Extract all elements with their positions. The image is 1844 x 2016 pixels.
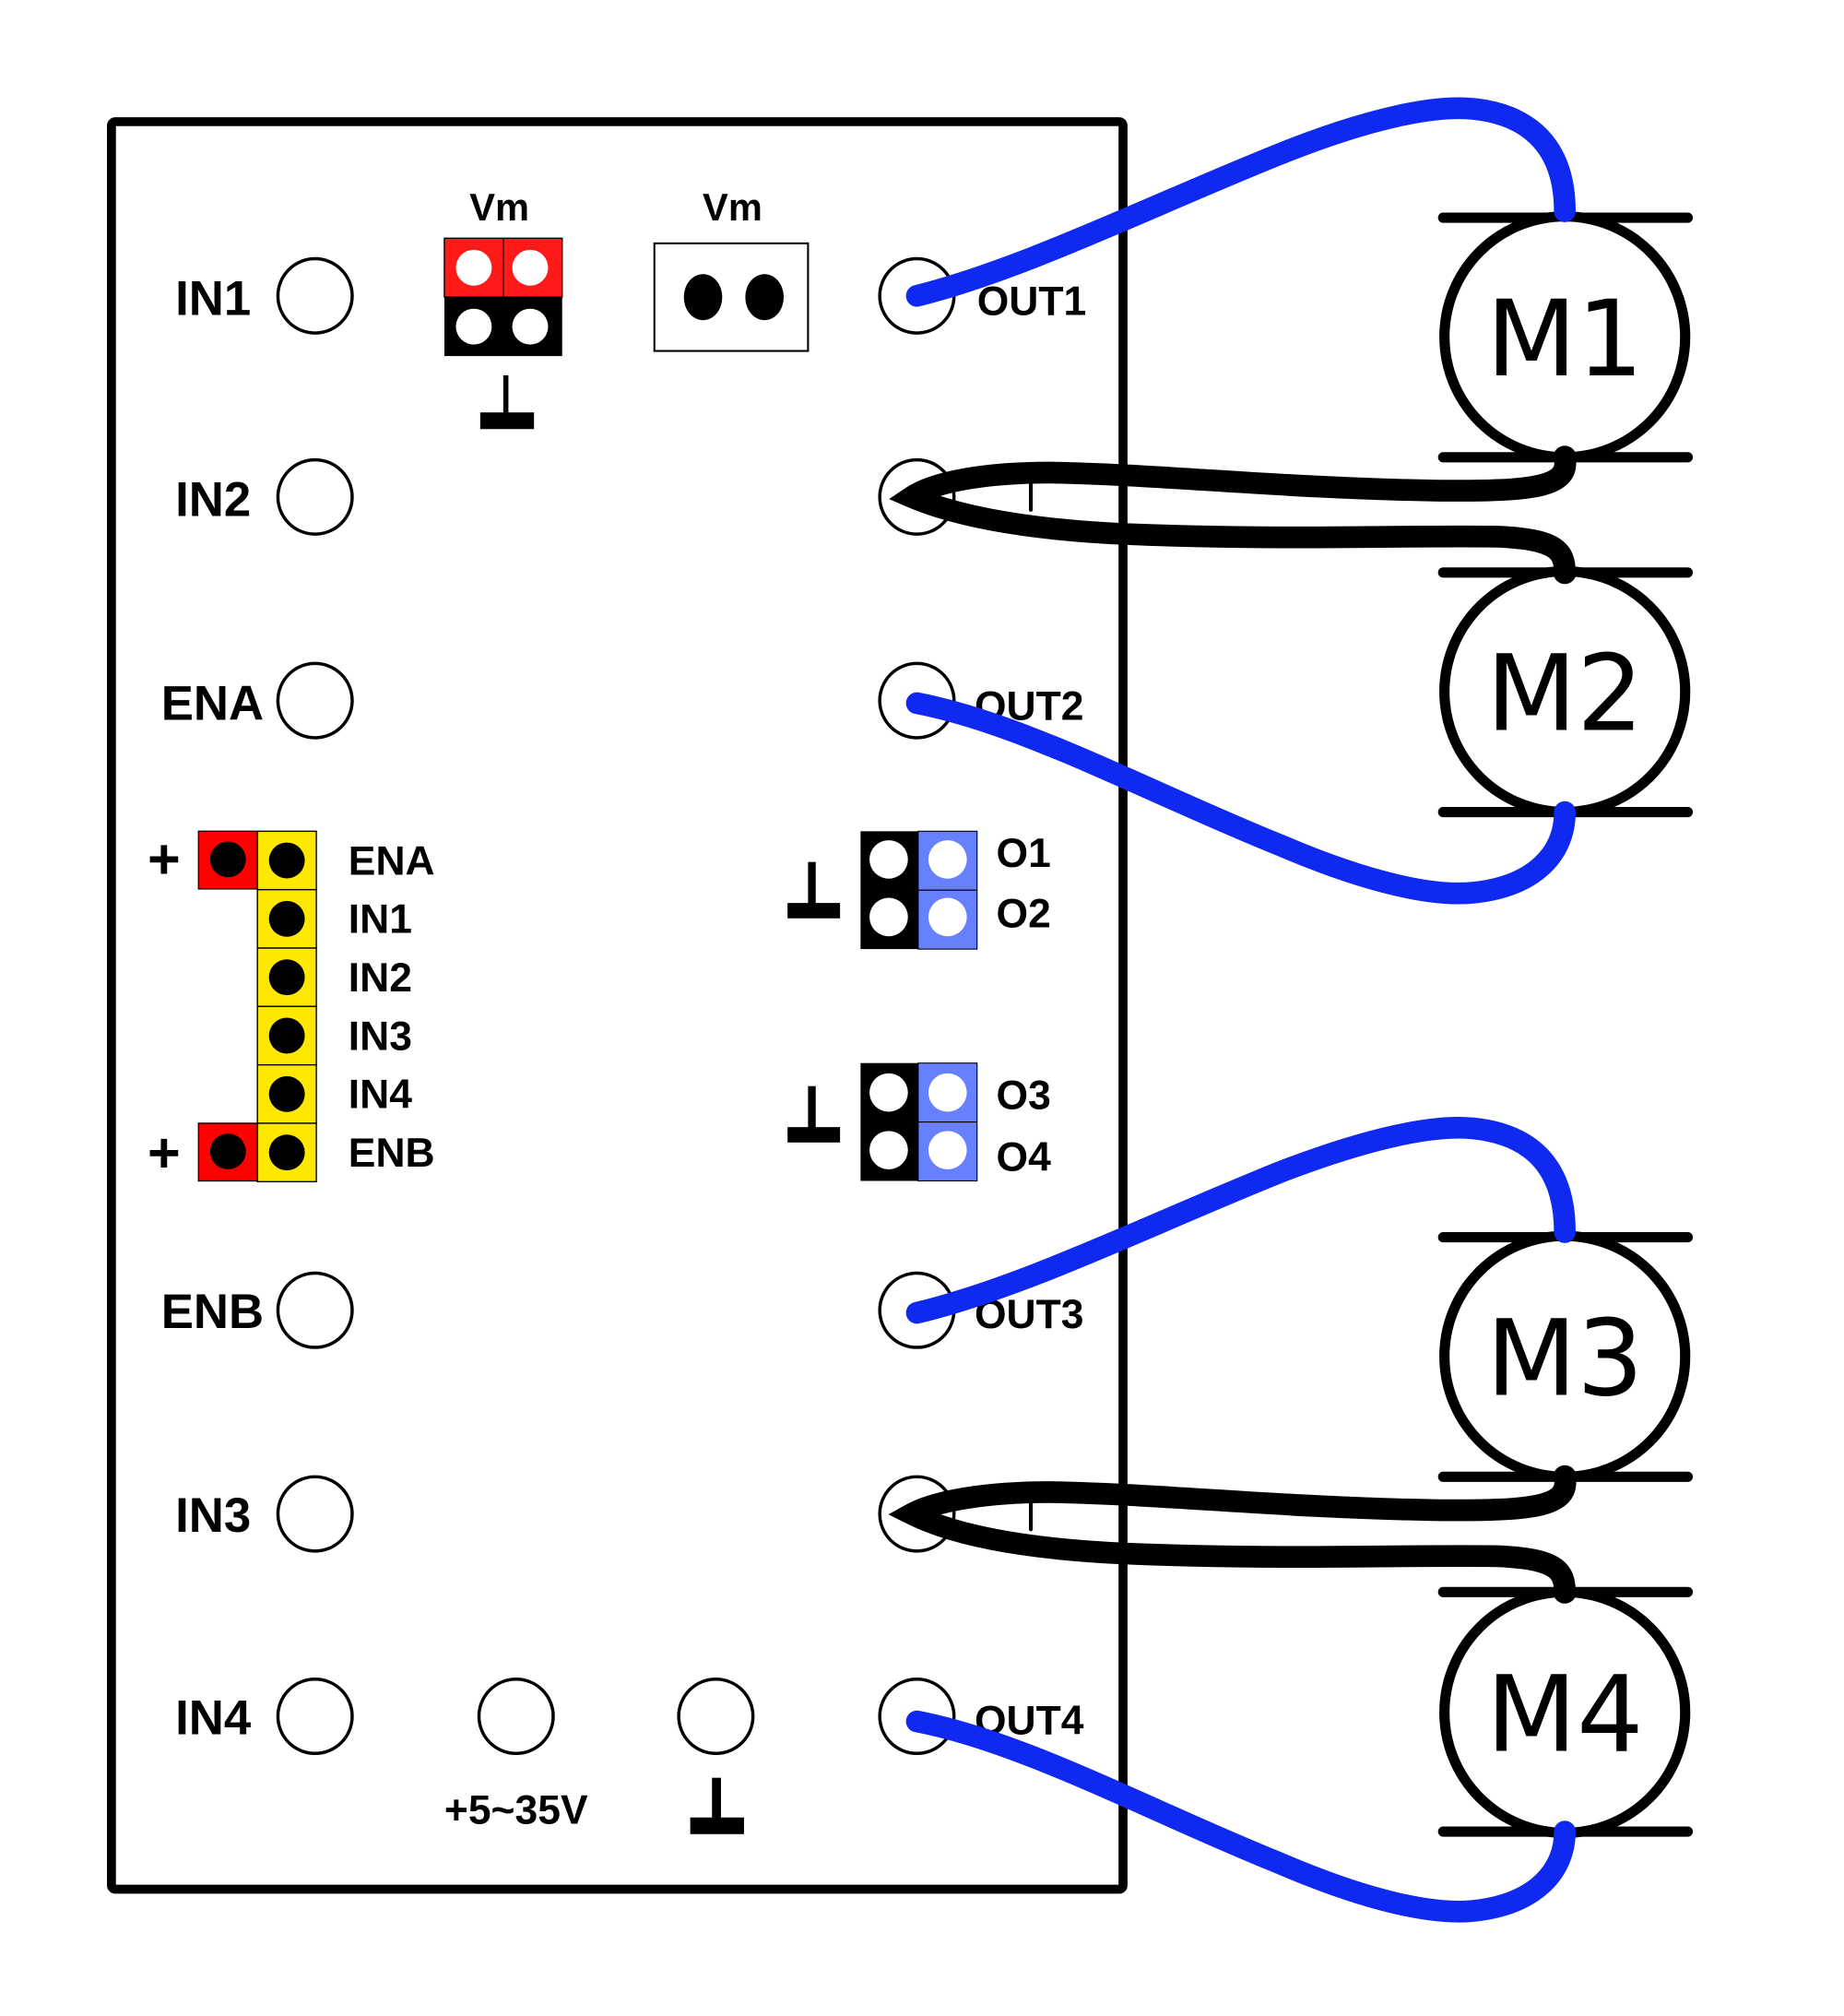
output-pin[interactable] [869,1131,908,1169]
wire-blue-out1-m1[interactable] [905,97,1576,307]
header-pin-label: ENA [349,838,435,883]
terminal-hole[interactable] [276,457,354,536]
jumper-pin[interactable] [455,308,492,345]
output-pin[interactable] [928,840,967,879]
output-header-1: O1 O2 [787,830,1051,950]
plus-icon: + [148,1121,181,1184]
wire-blue-out3-m3[interactable] [905,1117,1576,1324]
power-terminal-gnd[interactable] [677,1678,755,1756]
terminal-in1: IN1 [175,256,354,335]
jumper-pin[interactable] [512,308,549,345]
motor-label: M4 [1486,1654,1644,1776]
terminal-in4: IN4 [175,1678,354,1756]
motor-label: M1 [1486,278,1644,400]
vm-jumper: Vm [443,185,563,430]
jumper-pin[interactable] [455,249,492,286]
terminal-ena: ENA [161,661,354,740]
terminal-hole[interactable] [276,661,354,740]
output-pin[interactable] [928,1073,967,1112]
ground-icon [787,861,841,919]
terminal-label: IN1 [175,272,251,326]
terminal-label: OUT1 [977,279,1087,325]
terminal-in2: IN2 [175,457,354,536]
terminal-in3: IN3 [175,1475,354,1553]
output-pin[interactable] [869,897,908,937]
wire-black-m3-m4[interactable] [888,1465,1577,1604]
vm-jumper-label: Vm [469,185,529,229]
header-pin-label: IN1 [349,897,412,943]
output-label: O1 [997,831,1051,876]
terminal-enb: ENB [161,1271,354,1349]
header-pin-enb[interactable] [268,1134,305,1171]
terminal-hole[interactable] [276,1475,354,1553]
output-header-2: O3 O4 [787,1062,1052,1182]
motor-m4[interactable]: M4 [1437,1586,1694,1838]
motor-m3[interactable]: M3 [1437,1230,1694,1482]
header-pin-label: IN2 [349,955,412,1001]
header-pin-in1[interactable] [268,900,305,937]
ground-icon [690,1777,744,1834]
output-pin[interactable] [869,840,908,879]
terminal-label: ENB [161,1285,264,1339]
header-pin-label: IN4 [349,1073,412,1118]
wire-black-m1-m2[interactable] [889,446,1577,584]
header-pin-label: IN3 [349,1014,412,1059]
terminal-label: IN4 [175,1690,252,1745]
terminal-label: IN2 [175,473,251,528]
output-pin[interactable] [869,1073,908,1112]
output-pin[interactable] [928,1131,967,1169]
terminal-label: ENA [161,677,264,731]
wire-blue-out2-m2[interactable] [905,692,1576,905]
vm-terminal: Vm [653,185,810,352]
motor-label: M3 [1486,1297,1644,1419]
left-terminals: IN1 IN2 ENA ENB IN3 IN4 [161,256,354,1756]
wires [888,97,1577,1923]
header-pin-ena[interactable] [268,842,305,879]
motor-label: M2 [1486,633,1644,755]
ground-icon [787,1085,841,1143]
terminal-hole[interactable] [276,256,354,335]
terminal-hole[interactable] [276,1678,354,1756]
vm-terminal-label: Vm [703,185,762,229]
output-label: O3 [997,1073,1051,1119]
power-terminal-vin[interactable] [477,1678,555,1756]
terminal-pin[interactable] [683,274,723,321]
header-pin-label: ENB [349,1131,435,1176]
motor-m2[interactable]: M2 [1437,565,1694,818]
header-pin-plus-ena[interactable] [209,841,246,878]
header-pin-in4[interactable] [268,1075,305,1112]
terminal-hole[interactable] [276,1271,354,1349]
output-label: O4 [997,1134,1052,1180]
supply-voltage-label: +5~35V [444,1788,588,1833]
wire-blue-out4-m4[interactable] [905,1710,1576,1923]
header-pin-plus-enb[interactable] [209,1133,246,1169]
motor-m1[interactable]: M1 [1437,211,1694,463]
terminal-pin[interactable] [745,274,785,321]
terminal-label: IN3 [175,1488,251,1543]
output-label: O2 [997,892,1051,937]
header-pin-in2[interactable] [268,959,305,996]
ground-icon [479,374,535,430]
power-terminals: +5~35V [444,1678,755,1834]
plus-icon: + [148,828,181,891]
header-pin-in3[interactable] [268,1017,305,1054]
board-outline [107,117,1128,1894]
output-pin[interactable] [928,897,967,937]
jumper-pin[interactable] [512,249,549,286]
